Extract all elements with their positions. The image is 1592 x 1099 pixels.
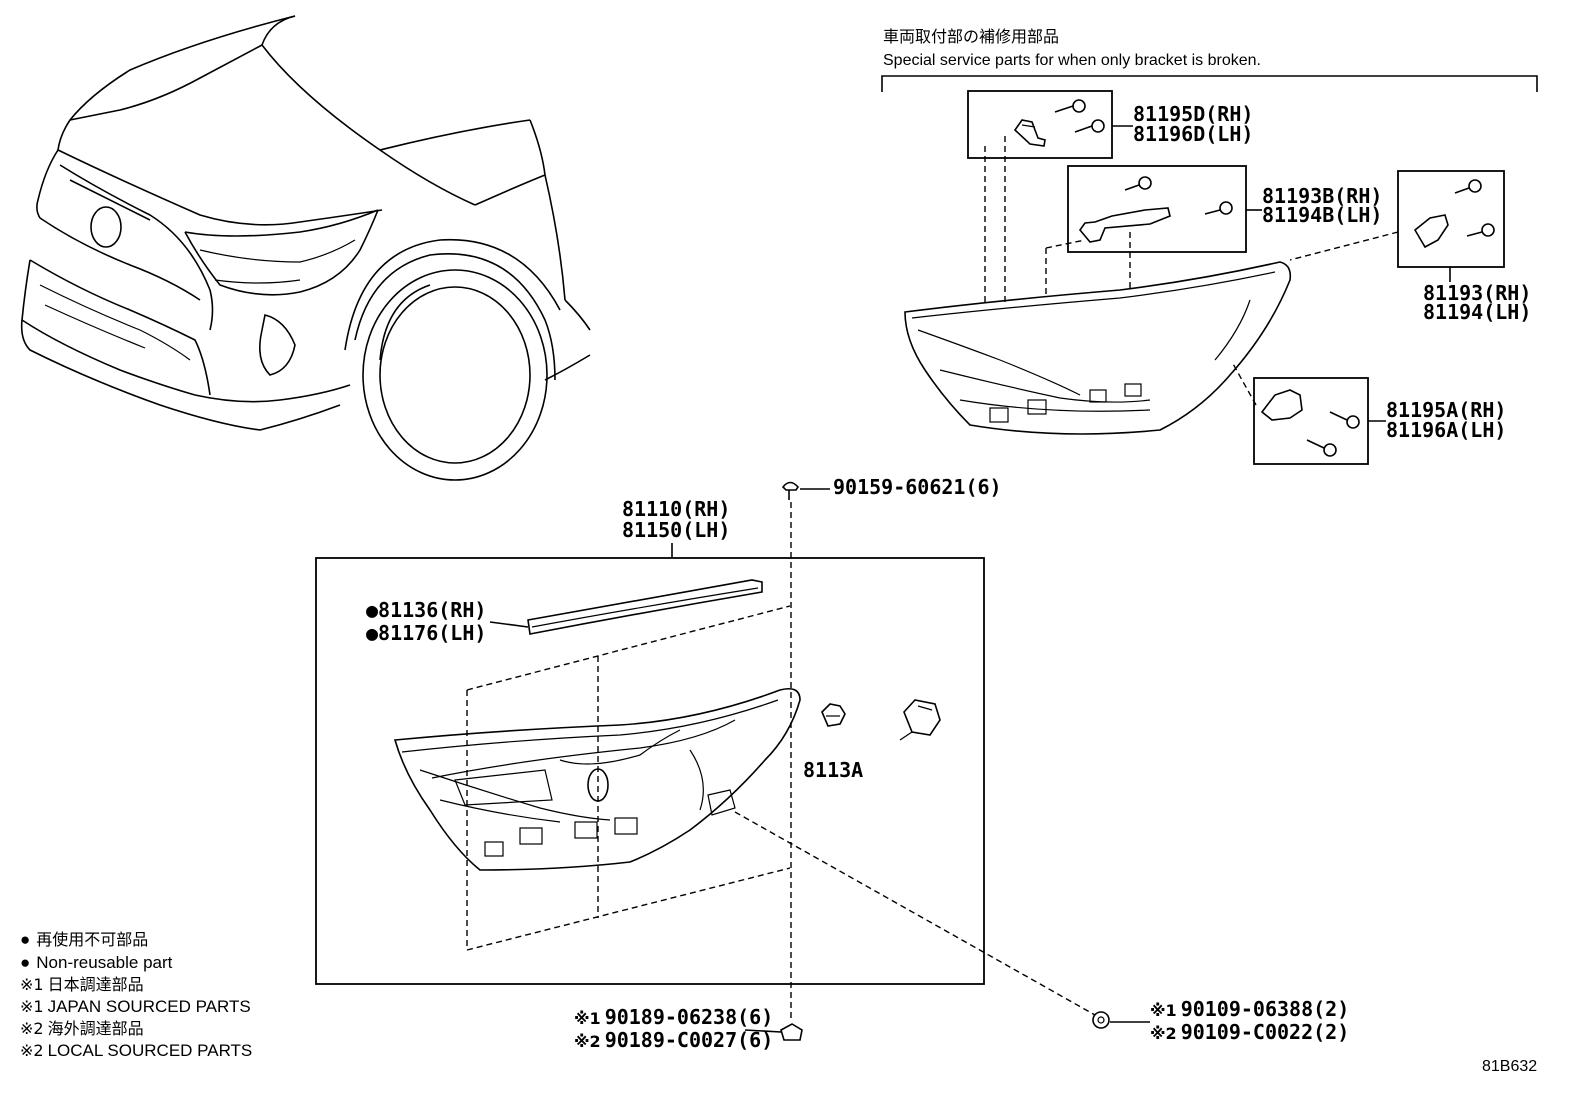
- part-label-81193b: 81193B(RH): [1262, 184, 1382, 208]
- part-label-81110: 81110(RH): [622, 497, 730, 521]
- part-label-81196d: 81196D(LH): [1133, 122, 1253, 146]
- bracket-box-81195d: [967, 90, 1113, 159]
- bracket-box-81193b: [1067, 165, 1247, 253]
- connector-actuator-icon: [899, 699, 941, 741]
- part-label-81193: 81193(RH): [1423, 281, 1531, 305]
- part-label-81194b: 81194B(LH): [1262, 203, 1382, 227]
- bracket-81193b-illustration: [1078, 176, 1233, 243]
- service-parts-bracket-line: [881, 75, 1538, 92]
- bulb-8113a-icon: [821, 703, 846, 727]
- trim-strip-81136: [527, 579, 763, 635]
- part-label-81150: 81150(LH): [622, 518, 730, 542]
- headlamp-assembly-box: [315, 557, 985, 985]
- bracket-81193-illustration: [1413, 179, 1495, 249]
- legend-line-2: ●Non-reusable part: [20, 953, 173, 972]
- part-label-90159: 90159-60621(6): [833, 475, 1002, 499]
- vehicle-front-illustration: [20, 15, 591, 481]
- legend-line-1: ●再使用不可部品: [20, 930, 148, 949]
- bracket-box-81193: [1397, 170, 1505, 268]
- part-label-8113a: 8113A: [803, 758, 863, 782]
- part-label-81195a: 81195A(RH): [1386, 398, 1506, 422]
- screw-90109-icon: [1092, 1011, 1110, 1029]
- headlamp-assembly-top-view: [904, 261, 1292, 435]
- service-parts-jp-title: 車両取付部の補修用部品: [883, 27, 1059, 46]
- part-label-81136: ●81136(RH): [366, 598, 486, 622]
- service-parts-en-title: Special service parts for when only brac…: [883, 52, 1261, 69]
- clip-90189-icon: [780, 1023, 803, 1041]
- bracket-box-81195a: [1253, 377, 1369, 465]
- figure-id: 81B632: [1482, 1058, 1537, 1075]
- part-label-81194: 81194(LH): [1423, 300, 1531, 324]
- bracket-81195d-illustration: [1013, 99, 1105, 147]
- bracket-81195a-illustration: [1260, 389, 1360, 457]
- headlamp-assembly-main: [393, 687, 801, 871]
- screw-90159-icon: [781, 481, 800, 500]
- part-label-81195d: 81195D(RH): [1133, 102, 1253, 126]
- part-label-81176: ●81176(LH): [366, 621, 486, 645]
- part-label-81196a: 81196A(LH): [1386, 418, 1506, 442]
